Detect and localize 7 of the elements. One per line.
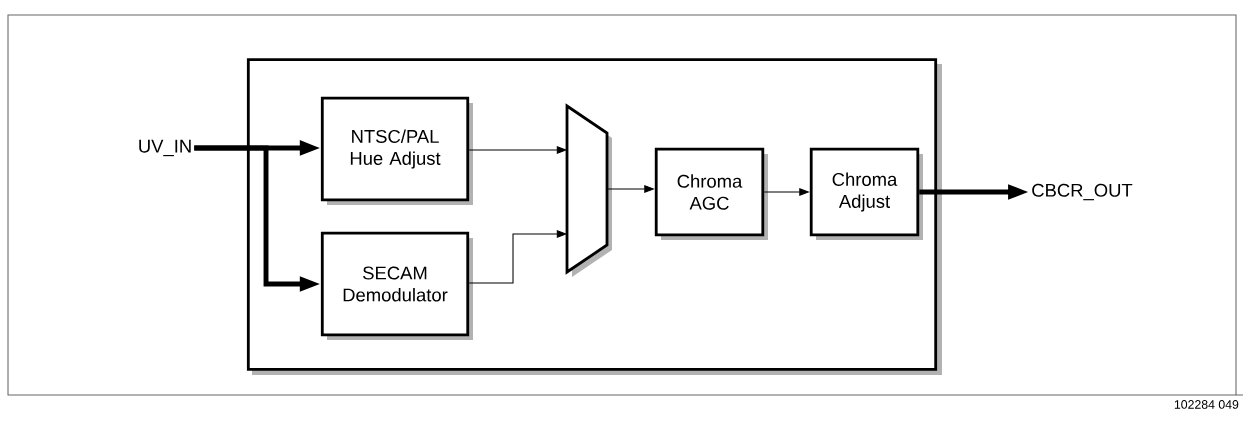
process-box: Chroma Adjust <box>809 147 923 240</box>
signal-label: CBCR_OUT <box>1032 183 1133 201</box>
process-box: SECAM Demodulator <box>320 231 473 340</box>
process-box: Chroma AGC <box>654 147 768 240</box>
signal-label: UV_IN <box>139 139 191 157</box>
process-box: NTSC/PAL Hue Adjust <box>320 96 473 205</box>
figure-number: 102284 049 <box>1174 400 1239 409</box>
